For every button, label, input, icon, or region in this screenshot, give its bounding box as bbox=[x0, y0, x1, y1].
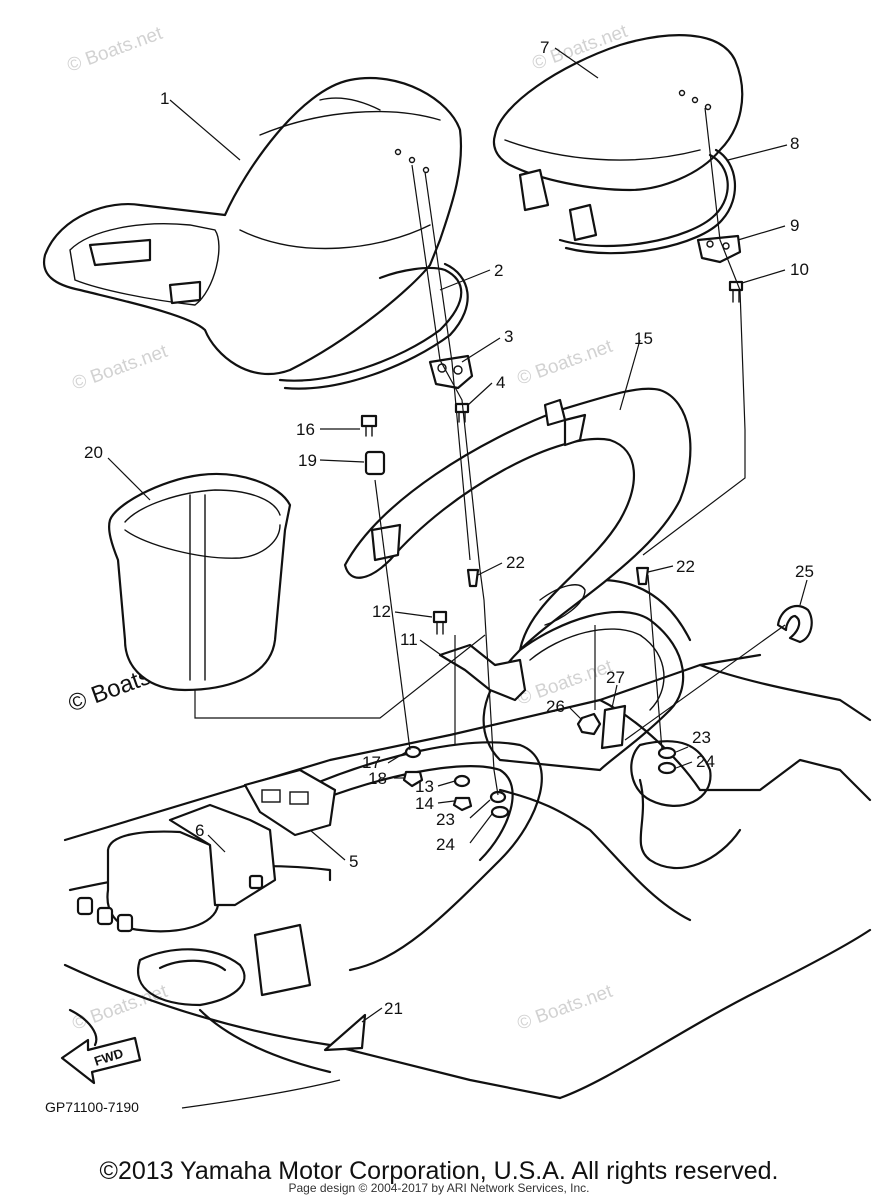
callout-22: 22 bbox=[676, 557, 695, 576]
part-22-clip bbox=[466, 568, 480, 588]
callout-13: 13 bbox=[415, 777, 434, 796]
page-credit: Page design © 2004-2017 by ARI Network S… bbox=[288, 1181, 590, 1195]
callout-23: 23 bbox=[436, 810, 455, 829]
callout-23: 23 bbox=[692, 728, 711, 747]
part-21-pad bbox=[323, 1013, 367, 1052]
callout-labels: 1 2 3 4 5 6 7 8 9 10 11 12 13 14 15 16 1… bbox=[84, 38, 814, 1018]
part-22-clip bbox=[635, 566, 650, 586]
callout-10: 10 bbox=[790, 260, 809, 279]
callout-22: 22 bbox=[506, 553, 525, 572]
watermark: © Boats.net bbox=[515, 336, 616, 390]
callout-7: 7 bbox=[540, 38, 549, 57]
callout-11: 11 bbox=[400, 630, 418, 649]
callout-17: 17 bbox=[362, 753, 381, 772]
part-20-storage-bin bbox=[108, 473, 292, 692]
watermark: © Boats.net bbox=[65, 23, 166, 77]
callout-26: 26 bbox=[546, 697, 565, 716]
part-9-bracket bbox=[696, 234, 742, 264]
part-27-plate bbox=[600, 704, 627, 750]
console bbox=[76, 803, 312, 997]
callout-15: 15 bbox=[634, 329, 653, 348]
fwd-arrow-icon: FWD bbox=[60, 1036, 142, 1085]
callout-4: 4 bbox=[496, 373, 505, 392]
part-12-bolt bbox=[432, 610, 448, 635]
callout-24: 24 bbox=[696, 752, 715, 771]
part-26-nut bbox=[576, 712, 602, 736]
part-7-rear-seat bbox=[492, 34, 744, 242]
callout-2: 2 bbox=[494, 261, 503, 280]
callout-8: 8 bbox=[790, 134, 799, 153]
callout-16: 16 bbox=[296, 420, 315, 439]
seat-base-opening bbox=[482, 610, 712, 807]
part-16-bolt bbox=[360, 414, 378, 437]
part-11-bracket bbox=[438, 643, 527, 702]
part-25-hose bbox=[776, 604, 813, 644]
diagram-part-code: GP71100-7190 bbox=[45, 1099, 139, 1115]
part-5-latch bbox=[243, 768, 337, 837]
callout-21: 21 bbox=[384, 999, 403, 1018]
callout-6: 6 bbox=[195, 821, 204, 840]
part-3-catch-plate bbox=[428, 354, 474, 390]
callout-3: 3 bbox=[504, 327, 513, 346]
callout-14: 14 bbox=[415, 794, 434, 813]
part-15-seat-support bbox=[343, 387, 692, 652]
leader-lines bbox=[107, 47, 808, 1109]
copyright-notice: ©2013 Yamaha Motor Corporation, U.S.A. A… bbox=[99, 1157, 779, 1185]
callout-5: 5 bbox=[349, 852, 358, 871]
callout-1: 1 bbox=[160, 89, 169, 108]
part-2-seat-seal bbox=[278, 262, 469, 390]
watermark: © Boats.net bbox=[70, 341, 171, 395]
alignment-lines bbox=[194, 107, 786, 796]
callout-19: 19 bbox=[298, 451, 317, 470]
callout-25: 25 bbox=[795, 562, 814, 581]
callout-9: 9 bbox=[790, 216, 799, 235]
callout-18: 18 bbox=[368, 769, 387, 788]
callout-27: 27 bbox=[606, 668, 625, 687]
callout-20: 20 bbox=[84, 443, 103, 462]
part-19-cap bbox=[364, 450, 386, 476]
part-10-bolt bbox=[728, 280, 744, 303]
part-1-seat bbox=[42, 77, 462, 376]
watermark: © Boats.net bbox=[515, 981, 616, 1035]
part-8-rear-seal bbox=[558, 148, 736, 255]
callout-12: 12 bbox=[372, 602, 391, 621]
callout-24: 24 bbox=[436, 835, 455, 854]
